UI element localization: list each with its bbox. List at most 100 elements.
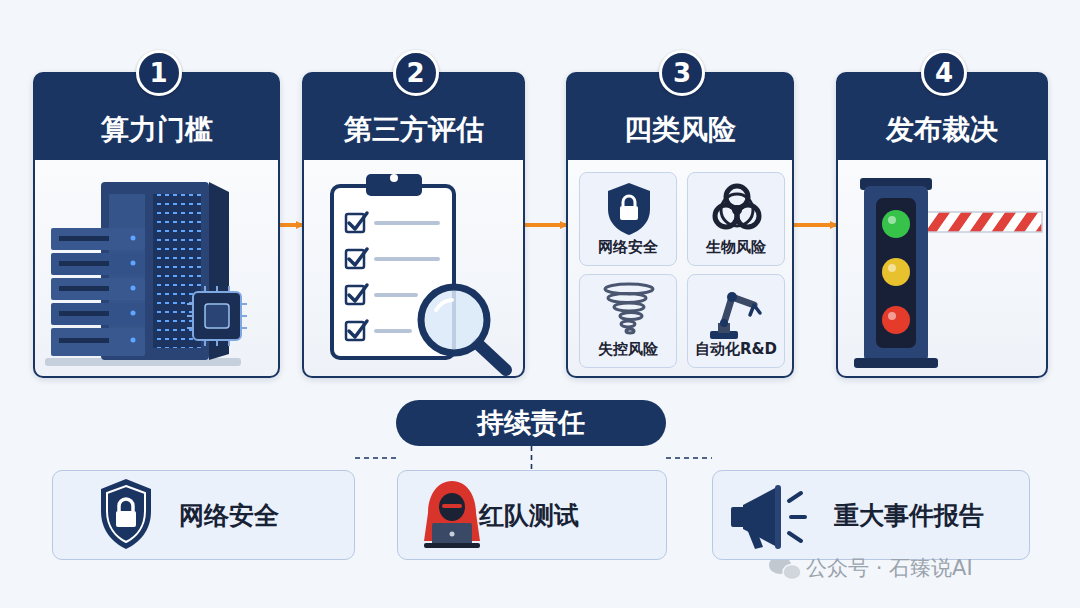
drawing-part xyxy=(439,493,465,521)
duty-label: 网络安全 xyxy=(179,471,279,561)
step-title: 第三方评估 xyxy=(344,104,484,156)
drawing-part xyxy=(59,286,109,291)
flow-arrow xyxy=(794,223,836,227)
drawing-part xyxy=(376,257,438,261)
step-number: 4 xyxy=(921,50,967,96)
drawing-part xyxy=(59,338,109,343)
drawing-part xyxy=(51,278,145,300)
drawing-part xyxy=(376,221,438,225)
drawing-part xyxy=(187,286,247,346)
drawing-part xyxy=(882,210,910,238)
drawing-part xyxy=(789,533,801,541)
drawing-part xyxy=(789,493,805,541)
risk-box: 网络安全 xyxy=(579,172,677,266)
drawing-part xyxy=(51,303,145,325)
step-title: 四类风险 xyxy=(624,104,736,156)
drawing-part xyxy=(864,186,928,362)
drawing-part xyxy=(743,487,777,547)
drawing-part xyxy=(131,236,136,241)
heading-text: 持续责任 xyxy=(477,400,585,446)
drawing-part xyxy=(116,511,136,527)
step-number: 1 xyxy=(136,50,182,96)
drawing-part xyxy=(876,198,916,348)
drawing-part xyxy=(205,304,229,328)
step-card: 算力门槛1 xyxy=(33,72,280,378)
callout-number: 2 xyxy=(406,53,424,93)
drawing-part xyxy=(720,319,728,327)
step-card: 第三方评估2 xyxy=(302,72,525,378)
step-card: 发布裁决4 xyxy=(836,72,1048,378)
step-title: 发布裁决 xyxy=(886,104,998,156)
drawing-part xyxy=(478,344,506,370)
drawing-part xyxy=(432,523,472,545)
drawing-part xyxy=(51,228,145,250)
drawing-part xyxy=(366,174,422,196)
drawing-part xyxy=(51,328,145,356)
dashed-connector xyxy=(666,457,712,459)
drawing-part xyxy=(424,543,480,548)
risk-label: 生物风险 xyxy=(706,238,766,257)
watermark: 公众号 · 石臻说AI xyxy=(806,553,973,583)
step-number: 3 xyxy=(659,50,705,96)
step-title: 算力门槛 xyxy=(101,104,213,156)
drawing-part xyxy=(888,216,896,224)
drawing-part xyxy=(346,214,364,340)
drawing-part xyxy=(731,507,745,527)
drawing-part xyxy=(59,311,109,316)
drawing-part xyxy=(59,236,109,241)
duty-box: 重大事件报告 xyxy=(712,470,1030,560)
drawing-part xyxy=(349,213,367,337)
flow-arrow xyxy=(525,223,566,227)
drawing-part xyxy=(131,261,136,266)
drawing-part xyxy=(791,515,805,519)
drawing-part xyxy=(715,186,759,227)
drawing-part xyxy=(107,486,145,542)
callout-number: 3 xyxy=(673,53,691,93)
drawing-part xyxy=(747,529,763,549)
risk-label: 网络安全 xyxy=(598,238,658,257)
risk-box: 自动化R&D xyxy=(687,274,785,368)
flow-arrow xyxy=(280,223,302,227)
drawing-part xyxy=(608,183,650,235)
drawing-part xyxy=(882,306,910,334)
drawing-part xyxy=(101,479,151,549)
step-card: 四类风险3 网络安全 生物风险 失控风险 自动化R&D xyxy=(566,72,794,378)
drawing-part xyxy=(349,321,367,337)
drawing-part xyxy=(193,292,241,340)
duty-label: 红队测试 xyxy=(479,471,579,561)
drawing-part xyxy=(721,194,753,226)
drawing-part xyxy=(614,303,644,311)
drawing-part xyxy=(421,287,487,353)
drawing-part xyxy=(783,565,801,580)
drawing-part xyxy=(608,294,646,303)
drawing-part xyxy=(626,329,634,333)
drawing-part xyxy=(750,305,760,315)
drawing-part xyxy=(51,253,145,275)
drawing-part xyxy=(888,312,896,320)
drawing-part xyxy=(727,292,737,302)
drawing-part xyxy=(775,485,781,549)
drawing-part xyxy=(924,212,1042,232)
risk-box: 失控风险 xyxy=(579,274,677,368)
callout-number: 4 xyxy=(935,53,953,93)
duty-heading: 持续责任 xyxy=(396,400,666,446)
drawing-part xyxy=(621,321,635,327)
risk-box: 生物风险 xyxy=(687,172,785,266)
drawing-part xyxy=(349,249,367,265)
dashed-connector xyxy=(355,457,396,459)
duty-box: 网络安全 xyxy=(52,470,355,560)
drawing-part xyxy=(450,532,455,537)
drawing-part xyxy=(390,174,398,182)
drawing-part xyxy=(119,499,133,511)
drawing-part xyxy=(131,286,136,291)
drawing-part xyxy=(620,206,638,220)
drawing-part xyxy=(620,313,642,320)
step-number: 2 xyxy=(393,50,439,96)
duty-label: 重大事件报告 xyxy=(834,471,984,561)
drawing-part xyxy=(732,205,742,215)
drawing-part xyxy=(854,358,938,368)
drawing-part xyxy=(59,261,109,266)
drawing-part xyxy=(442,504,462,508)
drawing-part xyxy=(789,493,801,501)
